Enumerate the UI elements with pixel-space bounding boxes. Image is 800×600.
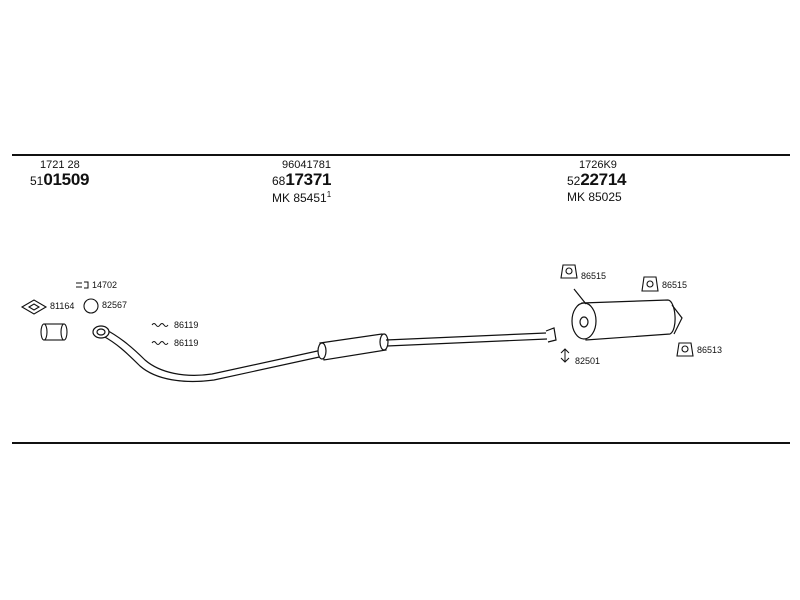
middle-original-number: 96041781 [282, 159, 331, 171]
part-label-81164: 81164 [50, 301, 75, 311]
clamp-82567-icon [83, 298, 99, 314]
intermediate-pipe [385, 327, 557, 347]
spring-bolt-86119-icon [151, 323, 169, 345]
front-part-number: 5101509 [30, 170, 90, 189]
part-label-86513: 86513 [697, 345, 723, 355]
middle-mk-kit: MK 854511 [272, 190, 332, 205]
rear-original-number: 1726K9 [579, 159, 617, 171]
front-section-header: 1721 28 5101509 [30, 160, 89, 189]
rubber-mount-86515-icon [560, 264, 578, 279]
middle-silencer [317, 333, 389, 361]
middle-section-header: 96041781 6817371 MK 854511 [272, 159, 332, 205]
rubber-mount-86515-b-icon [641, 276, 659, 292]
gasket-81164-icon [20, 299, 48, 315]
clamp-14702-icon [76, 281, 89, 289]
middle-part-number: 6817371 [272, 170, 332, 189]
part-label-82501: 82501 [575, 356, 601, 366]
part-label-86515-b: 86515 [662, 280, 688, 290]
part-label-86119-b: 86119 [174, 338, 199, 348]
rear-section-header: 1726K9 5222714 MK 85025 [567, 159, 627, 204]
rear-part-number: 5222714 [567, 170, 627, 189]
rear-mk-kit: MK 85025 [567, 190, 622, 204]
part-label-14702: 14702 [92, 280, 118, 290]
front-pipe [92, 325, 325, 383]
part-label-86515-a: 86515 [581, 271, 607, 281]
rear-silencer [571, 288, 683, 341]
clamp-82501-icon [560, 348, 570, 363]
part-label-86119-a: 86119 [174, 320, 199, 330]
part-label-82567: 82567 [102, 300, 128, 310]
sleeve-connector-icon [40, 323, 68, 341]
front-original-number: 1721 28 [40, 159, 80, 171]
rubber-mount-86513-icon [676, 342, 694, 357]
